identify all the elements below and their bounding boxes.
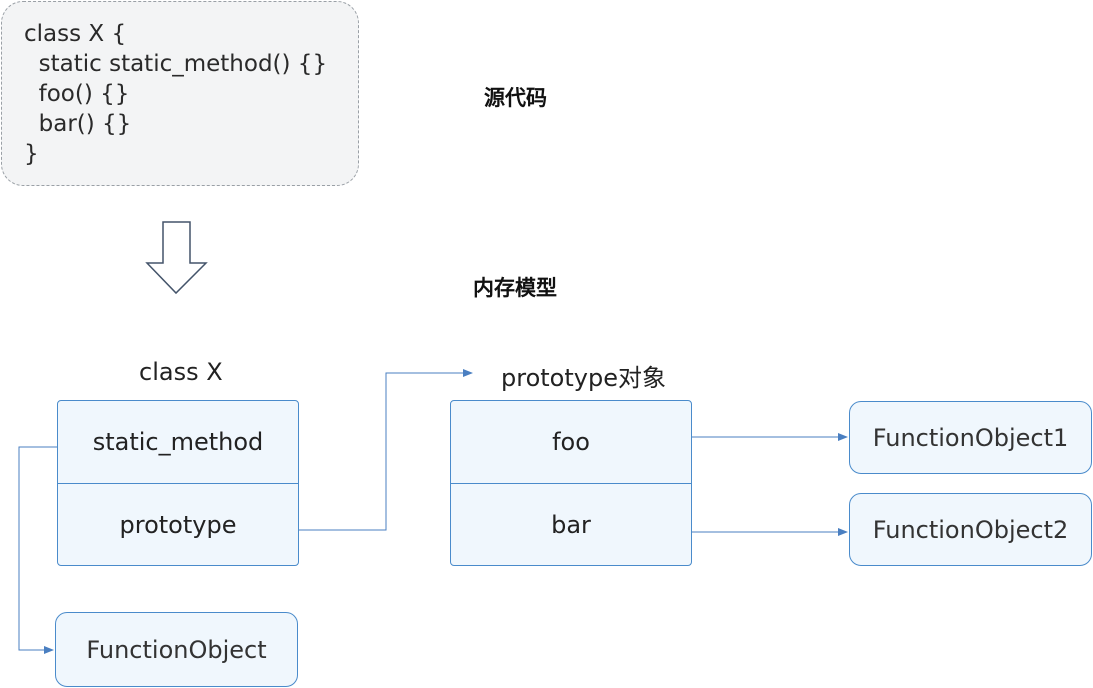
static-method-cell: static_method: [92, 428, 264, 456]
class-title: class X: [139, 358, 223, 386]
prototype-title: prototype对象: [501, 364, 666, 392]
code-line: static static_method() {}: [24, 51, 328, 77]
source-heading: 源代码: [484, 86, 547, 110]
static-method-link-arrow: [18, 446, 57, 654]
memory-heading: 内存模型: [473, 276, 557, 300]
function-object-1-box: FunctionObject1: [849, 401, 1092, 474]
function-object-2-box: FunctionObject2: [849, 493, 1092, 566]
function-object-box: FunctionObject: [55, 612, 298, 687]
down-arrow-icon: [145, 221, 208, 295]
class-table: static_method prototype: [57, 400, 299, 566]
class-table-divider: [58, 483, 298, 484]
prototype-table: foo bar: [450, 400, 692, 566]
prototype-table-divider: [451, 483, 691, 484]
prototype-cell: prototype: [119, 511, 237, 539]
code-line: foo() {}: [24, 81, 130, 107]
source-code-box: class X { static static_method() {} foo(…: [1, 1, 359, 186]
foo-cell: foo: [552, 428, 590, 456]
code-line: class X {: [24, 21, 127, 47]
code-line: }: [24, 141, 39, 167]
bar-cell: bar: [551, 511, 591, 539]
code-line: bar() {}: [24, 111, 132, 137]
prototype-link-arrow: [299, 369, 473, 531]
